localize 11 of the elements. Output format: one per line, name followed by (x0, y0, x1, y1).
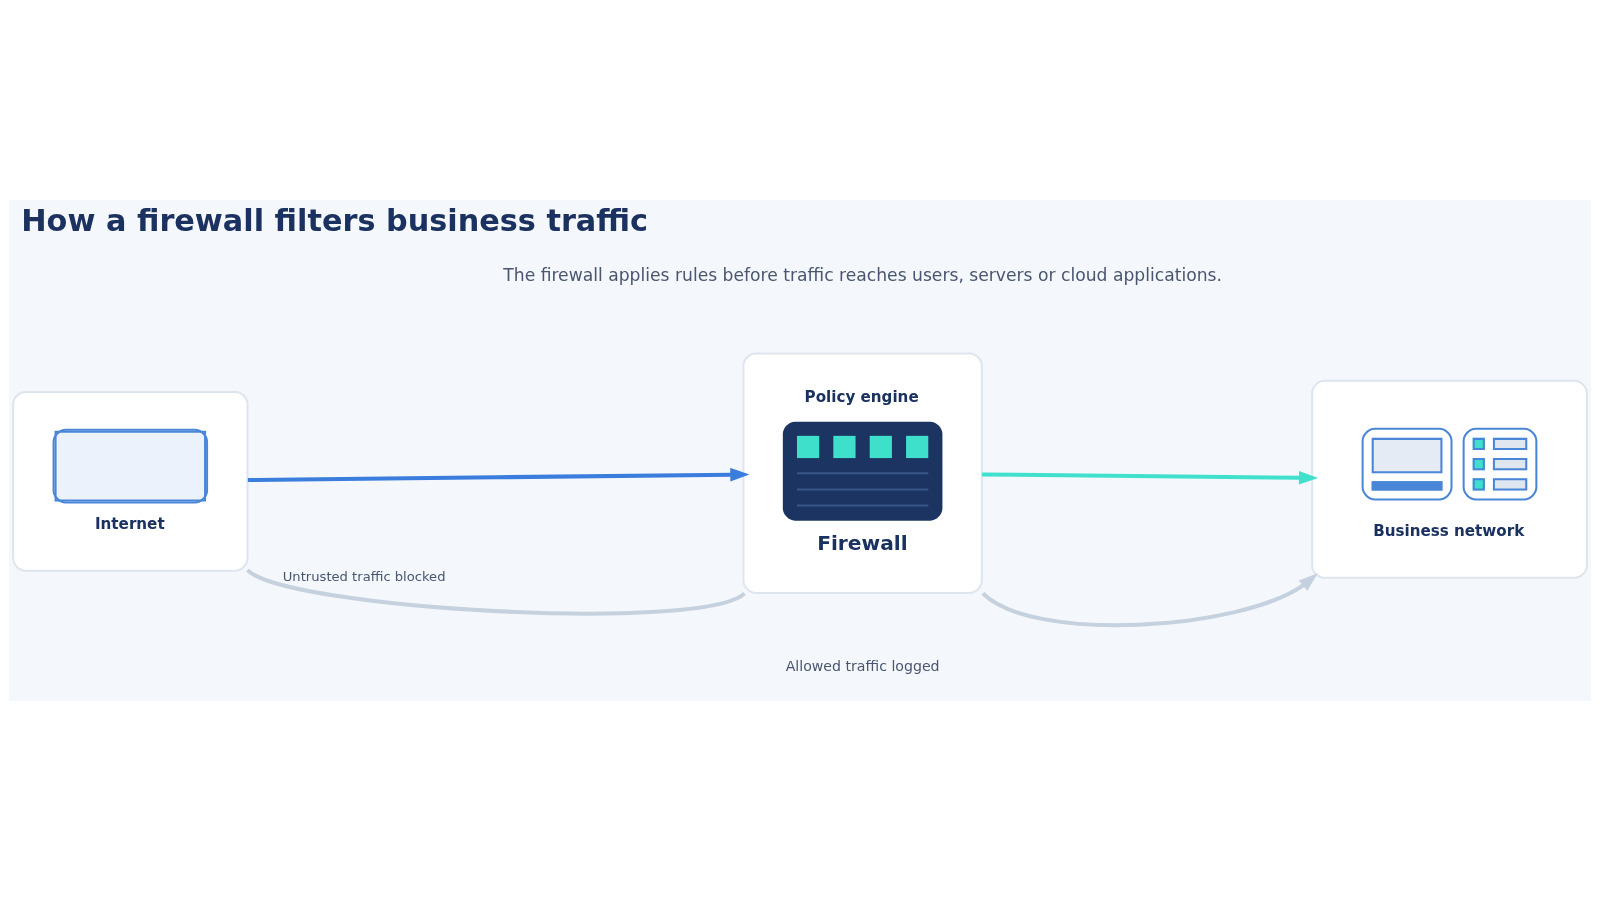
connector (246, 567, 746, 615)
edge-label: Untrusted traffic blocked (282, 568, 446, 584)
label: The firewall applies rules before traffic reaches users, servers or cloud applications. (503, 264, 1222, 285)
label: Allowed traffic logged (785, 657, 940, 674)
node-box: Business network (1311, 379, 1588, 579)
node-box: Internet (12, 390, 249, 572)
arrow (981, 470, 1319, 484)
node-box: Policy engine Firewall (742, 352, 983, 594)
arrow (247, 467, 750, 482)
diagram-title: How a firewall filters business traffic (21, 202, 649, 238)
arrow (981, 572, 1318, 627)
